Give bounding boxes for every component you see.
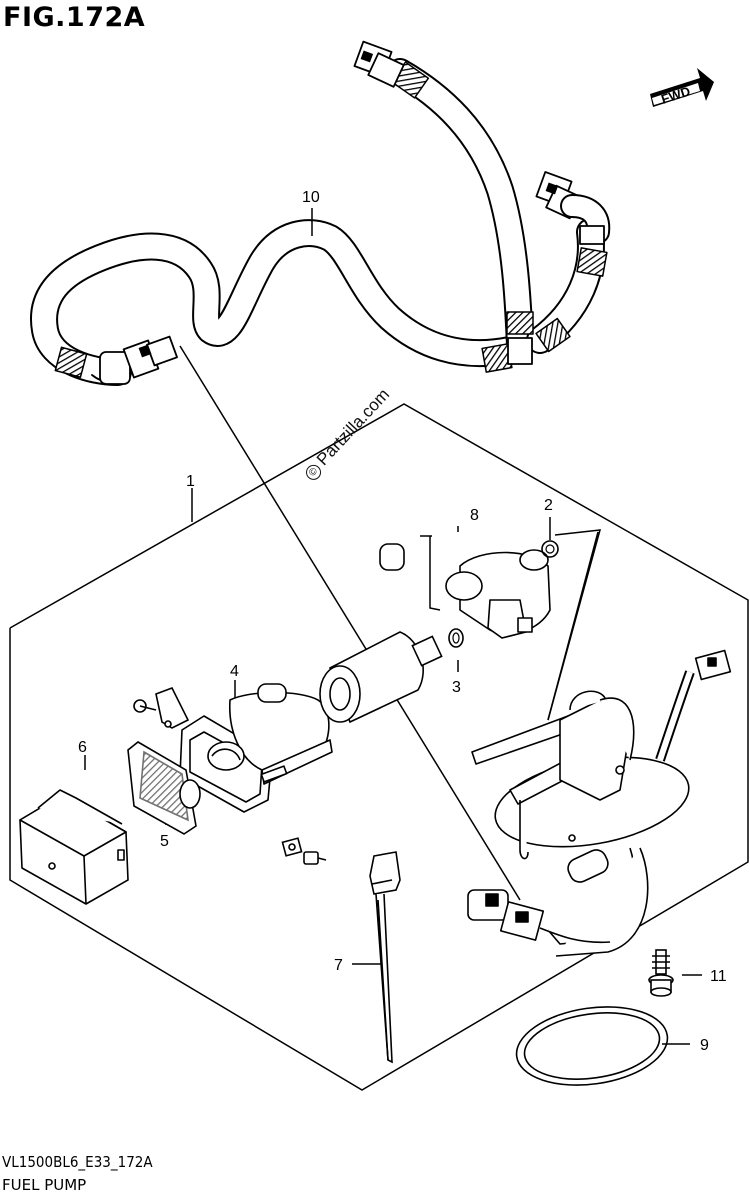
- callout-3: 3: [452, 679, 461, 696]
- fuel-pump-motor: [319, 631, 443, 724]
- bolt-icon: [281, 837, 327, 865]
- o-ring-3: [448, 628, 464, 648]
- callout-9: 9: [700, 1037, 709, 1054]
- section-name: FUEL PUMP: [2, 1176, 87, 1194]
- callout-5: 5: [160, 833, 169, 850]
- filter-element: [127, 741, 201, 835]
- fwd-arrow-icon: FWD: [650, 68, 714, 107]
- pump-flange-assembly: [467, 649, 732, 957]
- callout-1: 1: [186, 473, 195, 490]
- fuel-hose-assembly: [30, 40, 611, 386]
- fuel-pump-housing: [179, 683, 333, 813]
- callout-8: 8: [470, 507, 479, 524]
- o-ring-2: [541, 540, 559, 558]
- callout-6: 6: [78, 739, 87, 756]
- callout-7: 7: [334, 957, 343, 974]
- flange-bolt: [648, 949, 674, 997]
- model-code: VL1500BL6_E33_172A: [2, 1153, 153, 1171]
- fwd-label: FWD: [659, 83, 692, 106]
- cable-tie: [369, 851, 401, 1064]
- mounting-bracket: [133, 686, 190, 729]
- callout-labels: 1 2 3 4 5 6 7 8 9 10 11: [78, 189, 727, 1054]
- callout-10: 10: [302, 189, 320, 206]
- callout-2: 2: [544, 497, 553, 514]
- figure-title: FIG.172A: [3, 2, 146, 33]
- pump-cover: [19, 789, 129, 905]
- callout-4: 4: [230, 663, 239, 680]
- flange-gasket: [515, 1006, 669, 1086]
- pressure-regulator: [379, 543, 551, 639]
- assembly-frame: [9, 208, 749, 1091]
- callout-11: 11: [710, 968, 727, 985]
